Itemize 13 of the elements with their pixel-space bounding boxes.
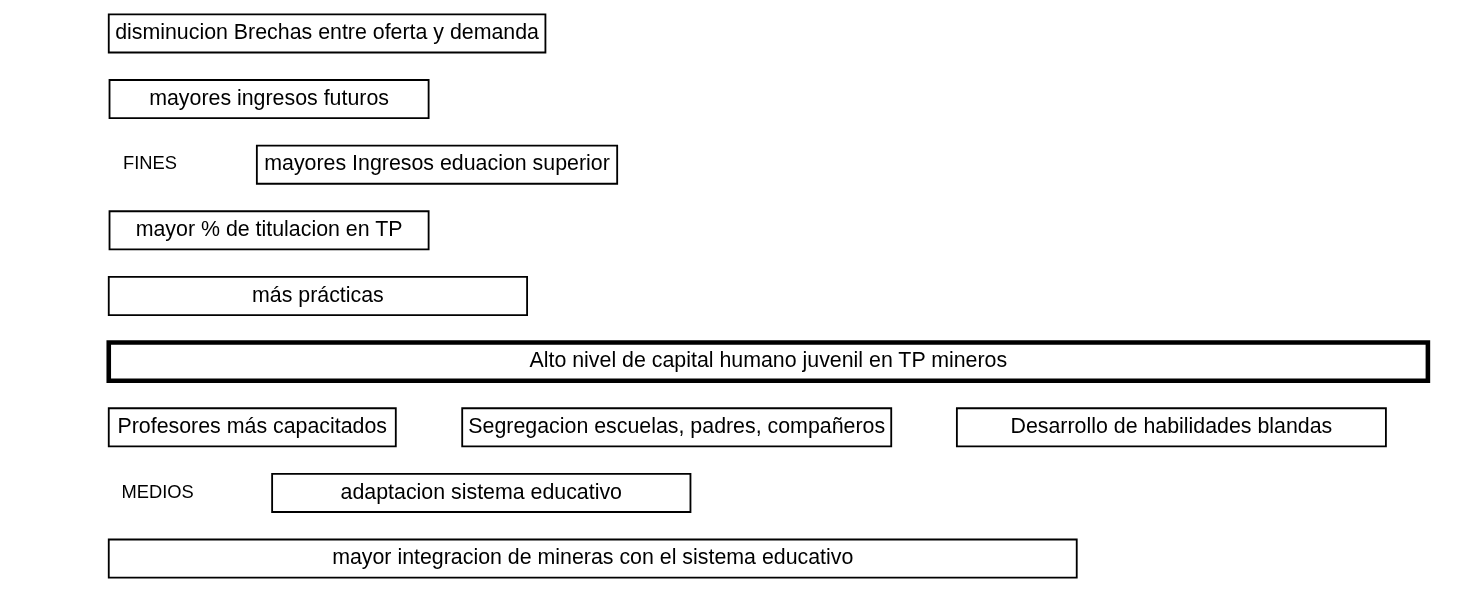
label: MEDIOS: [121, 480, 194, 502]
node-box: Profesores más capacitados: [107, 407, 397, 448]
label: FINES: [123, 152, 177, 174]
node-box: mayores Ingresos eduacion superior: [255, 144, 619, 185]
node-box: Desarrollo de habilidades blandas: [955, 407, 1387, 448]
node-box: mayor integracion de mineras con el sistema educativo: [107, 538, 1078, 579]
node-box: mayor % de titulacion en TP: [108, 210, 430, 251]
node-box: mayores ingresos futuros: [108, 79, 430, 120]
node-box: disminucion Brechas entre oferta y demanda: [107, 13, 547, 54]
node-box: Alto nivel de capital humano juvenil en TP mineros: [106, 340, 1431, 384]
node-box: más prácticas: [107, 276, 528, 316]
node-box: adaptacion sistema educativo: [271, 472, 692, 513]
node-box: Segregacion escuelas, padres, compañeros: [461, 407, 893, 448]
